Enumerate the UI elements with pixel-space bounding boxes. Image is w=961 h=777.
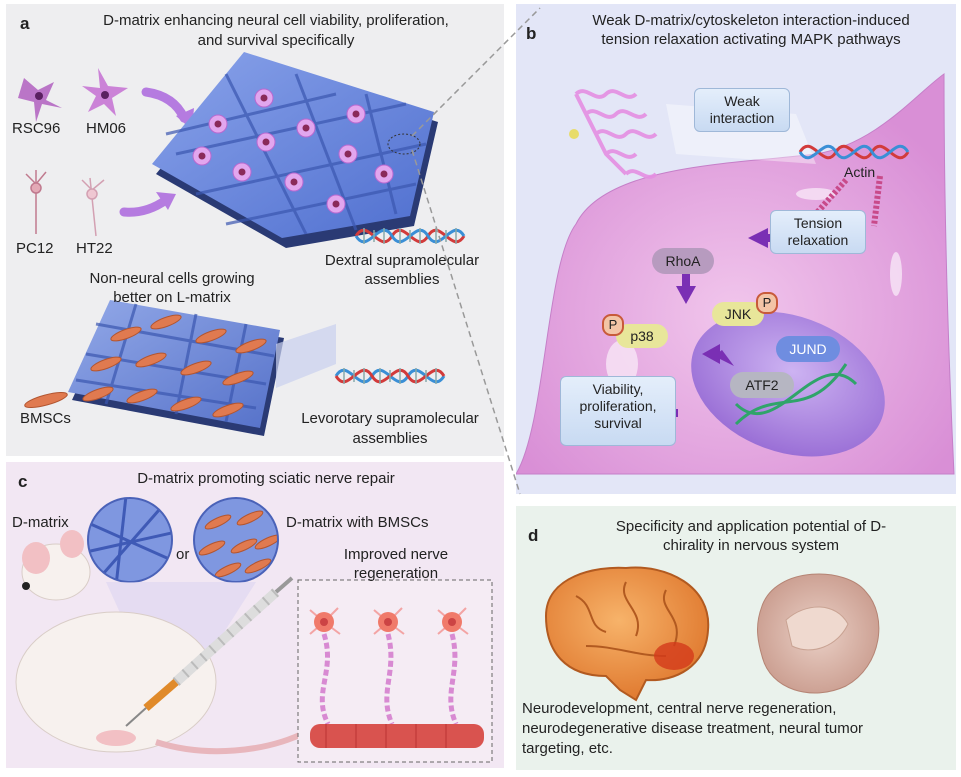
ht22-cell-icon — [81, 177, 105, 237]
weak-text-2: interaction — [709, 109, 775, 126]
panel-d-title-1: Specificity and application potential of… — [615, 518, 887, 535]
atf2-node: ATF2 — [730, 372, 794, 398]
brain-icon — [544, 566, 710, 702]
or-label: or — [176, 546, 190, 563]
panel-a: a D-matrix enhancing neural cell viabili… — [6, 4, 504, 456]
tension-text-2: relaxation — [787, 231, 849, 248]
d-matrix-sheet — [152, 52, 438, 248]
d-matrix-label: D-matrix — [12, 514, 69, 531]
panel-b-title-1: Weak D-matrix/cytoskeleton interaction-i… — [592, 12, 910, 29]
panel-a-title-2: and survival specifically — [197, 32, 355, 49]
rsc96-cell-icon — [18, 78, 62, 122]
actin-helix-icon — [798, 144, 910, 160]
panel-c-label: c — [18, 472, 28, 491]
arrow-icon — [141, 87, 189, 123]
jnk-phospho: P — [756, 292, 778, 314]
weak-interaction-box: Weak interaction — [694, 88, 790, 132]
bmsc-label: BMSCs — [20, 410, 71, 427]
neuron-icons — [309, 607, 469, 726]
actin-label: Actin — [844, 164, 876, 180]
rat-icon — [15, 530, 308, 755]
cell-label-pc12: PC12 — [16, 240, 54, 257]
d-matrix-circle — [88, 498, 172, 582]
rhoa-node: RhoA — [652, 248, 714, 274]
applications-text-1: Neurodevelopment, central nerve regenera… — [522, 700, 837, 717]
syringe-icon — [125, 576, 294, 727]
protein-structure-icon — [574, 89, 658, 179]
outcome-text-3: survival — [594, 414, 642, 431]
non-neural-text-2: better on L-matrix — [113, 289, 231, 306]
spinal-cord-icon — [757, 573, 880, 694]
jund-node: JUND — [776, 336, 840, 362]
p38-phospho: P — [602, 314, 624, 336]
hm06-cell-icon — [82, 68, 128, 116]
dextral-text-1: Dextral supramolecular — [324, 252, 480, 269]
dextral-text-2: assemblies — [364, 271, 440, 288]
actin-filament — [871, 175, 883, 227]
panel-c-artwork — [15, 497, 493, 763]
cell-label-ht22: HT22 — [76, 240, 113, 257]
cell-label-hm06: HM06 — [86, 120, 127, 137]
panel-d-title-2: chirality in nervous system — [663, 537, 839, 554]
levo-helix-icon — [334, 368, 446, 384]
outcome-text-1: Viability, — [592, 381, 644, 397]
applications-text-3: targeting, etc. — [522, 740, 613, 757]
outcome-box: Viability, proliferation, survival — [560, 376, 676, 446]
panel-d-label: d — [528, 526, 539, 545]
panel-d-artwork — [544, 566, 880, 702]
improved-text-1: Improved nerve — [343, 546, 449, 563]
cell-label-rsc96: RSC96 — [12, 120, 61, 137]
panel-a-label: a — [20, 14, 30, 33]
d-matrix-bmsc-circle — [194, 498, 278, 582]
pc12-cell-icon — [25, 170, 47, 234]
panel-a-artwork — [18, 52, 466, 436]
panel-b: b Weak D-matrix/cytoskeleton interaction… — [516, 4, 956, 494]
jnk-node: JNK — [712, 302, 764, 326]
panel-b-label: b — [526, 24, 537, 43]
panel-c: c D-matrix promoting sciatic nerve repai… — [6, 462, 504, 768]
tension-text-1: Tension — [793, 215, 843, 231]
d-matrix-bmsc-label: D-matrix with BMSCs — [286, 514, 429, 531]
panel-d: d Specificity and application potential … — [516, 506, 956, 770]
levo-text-2: assemblies — [352, 430, 428, 447]
panel-c-title: D-matrix promoting sciatic nerve repair — [137, 470, 395, 487]
improved-text-2: regeneration — [353, 565, 439, 582]
bmsc-cell-icon — [24, 392, 68, 408]
outcome-text-2: proliferation, — [579, 397, 657, 414]
tension-relaxation-box: Tension relaxation — [770, 210, 866, 254]
arrow-icon — [119, 195, 171, 217]
non-neural-text-1: Non-neural cells growing — [89, 270, 255, 287]
muscle-icon — [310, 724, 484, 748]
levo-text-1: Levorotary supramolecular — [301, 410, 479, 427]
panel-a-title-1: D-matrix enhancing neural cell viability… — [103, 12, 449, 29]
p38-node: p38 — [616, 324, 668, 348]
l-matrix-sheet — [68, 300, 336, 436]
weak-text-1: Weak — [724, 93, 760, 109]
applications-text-2: neurodegenerative disease treatment, neu… — [522, 720, 864, 737]
panel-b-title-2: tension relaxation activating MAPK pathw… — [601, 31, 901, 48]
